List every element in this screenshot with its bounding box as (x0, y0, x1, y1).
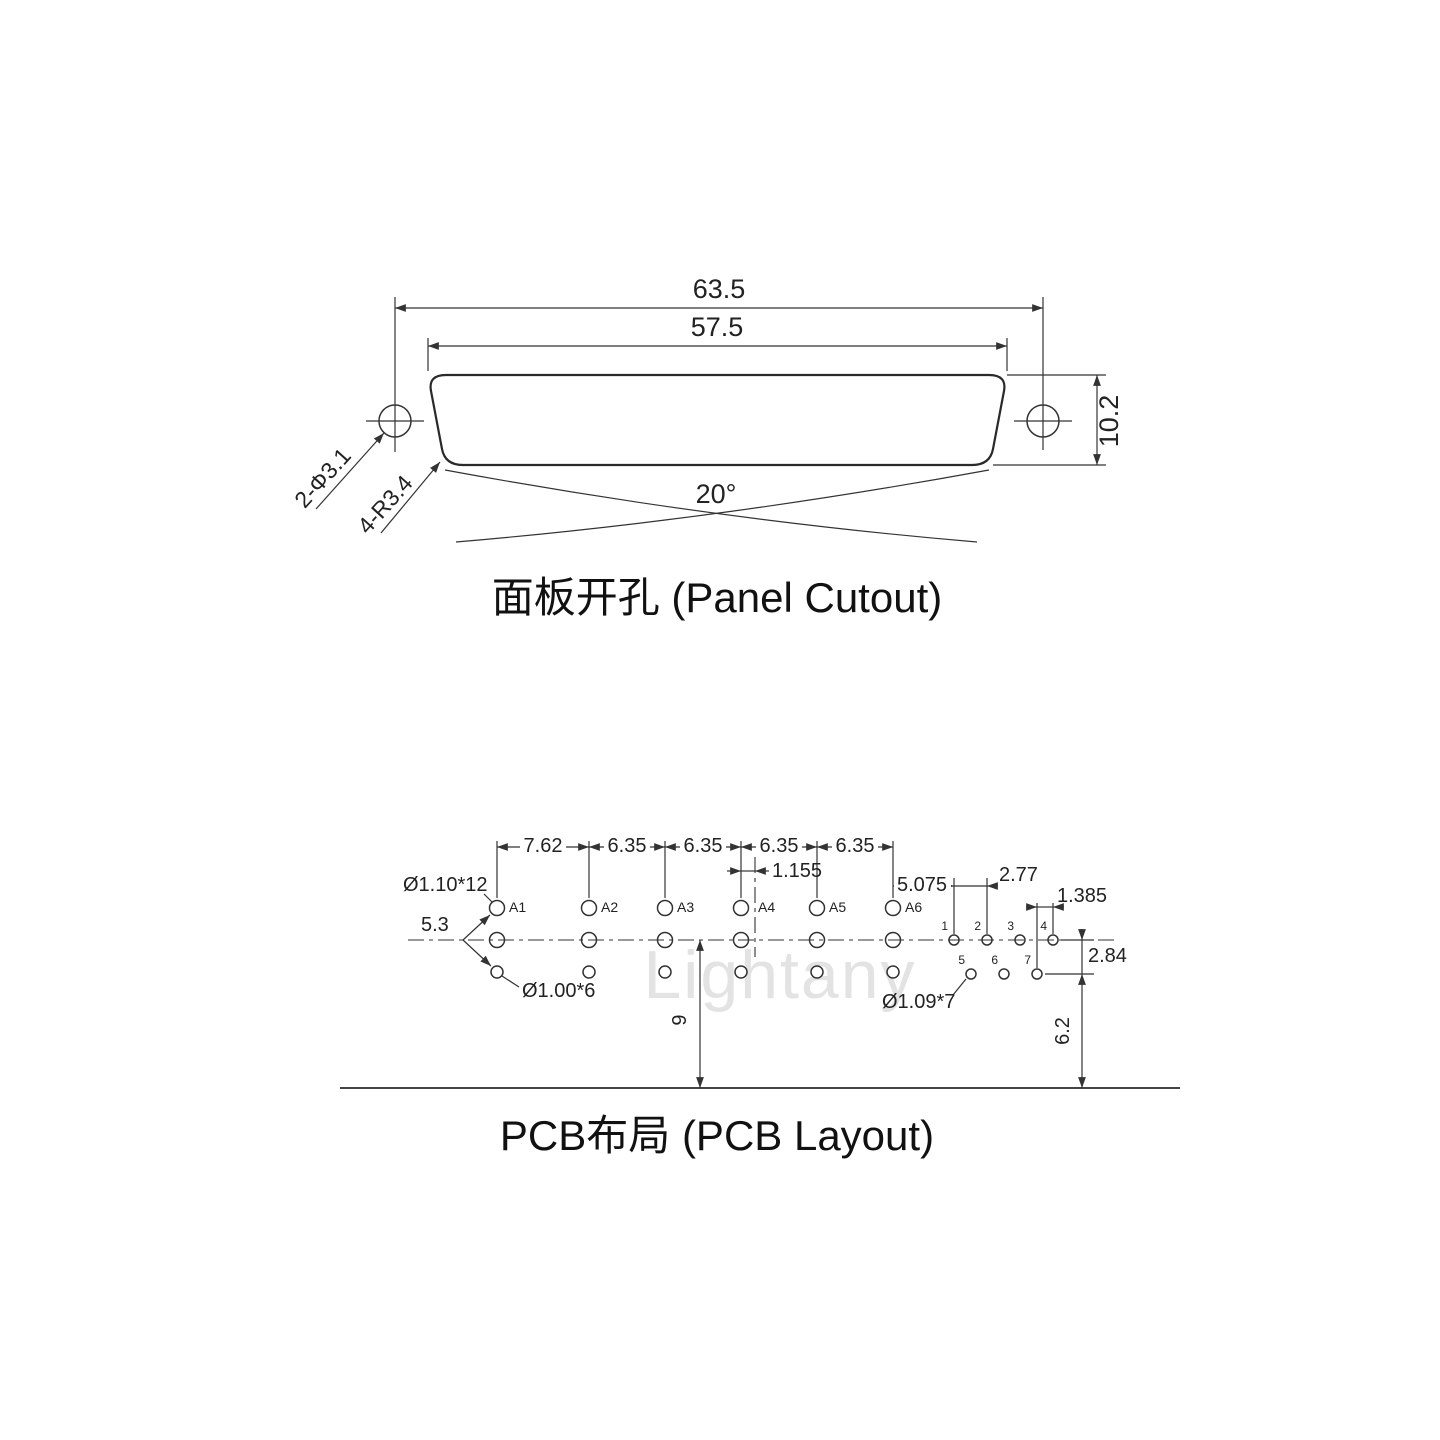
pin-label-6: 6 (991, 953, 998, 967)
pin-label-5: 5 (958, 953, 965, 967)
panel-cutout-title: 面板开孔 (Panel Cutout) (492, 574, 942, 621)
coax-label-a3: A3 (677, 899, 694, 915)
pcb-dim-row-gap: 2.84 (1088, 945, 1127, 967)
pcb-dim-span: 5.3 (421, 914, 449, 936)
pcb-dim-pitch-1: 7.62 (524, 835, 563, 857)
panel-dim-overall-width: 63.5 (693, 274, 746, 304)
coax-label-a5: A5 (829, 899, 846, 915)
pcb-label-pin-holes: Ø1.09*7 (882, 991, 955, 1013)
panel-cutout-outline (429, 373, 1006, 467)
pin-label-7: 7 (1024, 953, 1031, 967)
signal-pin-pattern (948, 934, 1059, 980)
panel-dim-height: 10.2 (1094, 395, 1124, 448)
pin-label-4: 4 (1040, 919, 1047, 933)
pcb-dim-pitch-2: 6.35 (608, 835, 647, 857)
pcb-layout-title: PCB布局 (PCB Layout) (500, 1112, 934, 1159)
panel-cutout-drawing: 63.5 57.5 10.2 2-Φ3.1 4-R3.4 20° (289, 274, 1124, 543)
pcb-dim-pin-pitch: 2.77 (999, 864, 1038, 886)
pcb-dim-depth: 9 (669, 1014, 691, 1025)
coax-label-a1: A1 (509, 899, 526, 915)
coax-label-a6: A6 (905, 899, 922, 915)
pcb-layout-drawing: Lightany 7.62 6.35 6.35 6.35 6.35 1.155 (340, 835, 1180, 1089)
pcb-dim-edge-distance: 6.2 (1052, 1017, 1074, 1045)
pcb-dim-pitch-3: 6.35 (684, 835, 723, 857)
pcb-dim-a6-to-pin1: 5.075 (897, 874, 947, 896)
pcb-dim-row-offset: 1.385 (1057, 885, 1107, 907)
pin-label-1: 1 (941, 919, 948, 933)
pcb-label-coax-holes: Ø1.10*12 (403, 874, 488, 896)
pin-label-2: 2 (974, 919, 981, 933)
pin-label-3: 3 (1007, 919, 1014, 933)
pcb-dim-offset: 1.155 (772, 860, 822, 882)
coax-label-a4: A4 (758, 899, 775, 915)
panel-dim-angle: 20° (696, 479, 737, 509)
pcb-dim-pitch-5: 6.35 (836, 835, 875, 857)
watermark: Lightany (643, 937, 916, 1013)
pcb-dim-pitch-4: 6.35 (760, 835, 799, 857)
pcb-label-ground-holes: Ø1.00*6 (522, 980, 595, 1002)
panel-dim-opening-width: 57.5 (691, 312, 744, 342)
coax-label-a2: A2 (601, 899, 618, 915)
